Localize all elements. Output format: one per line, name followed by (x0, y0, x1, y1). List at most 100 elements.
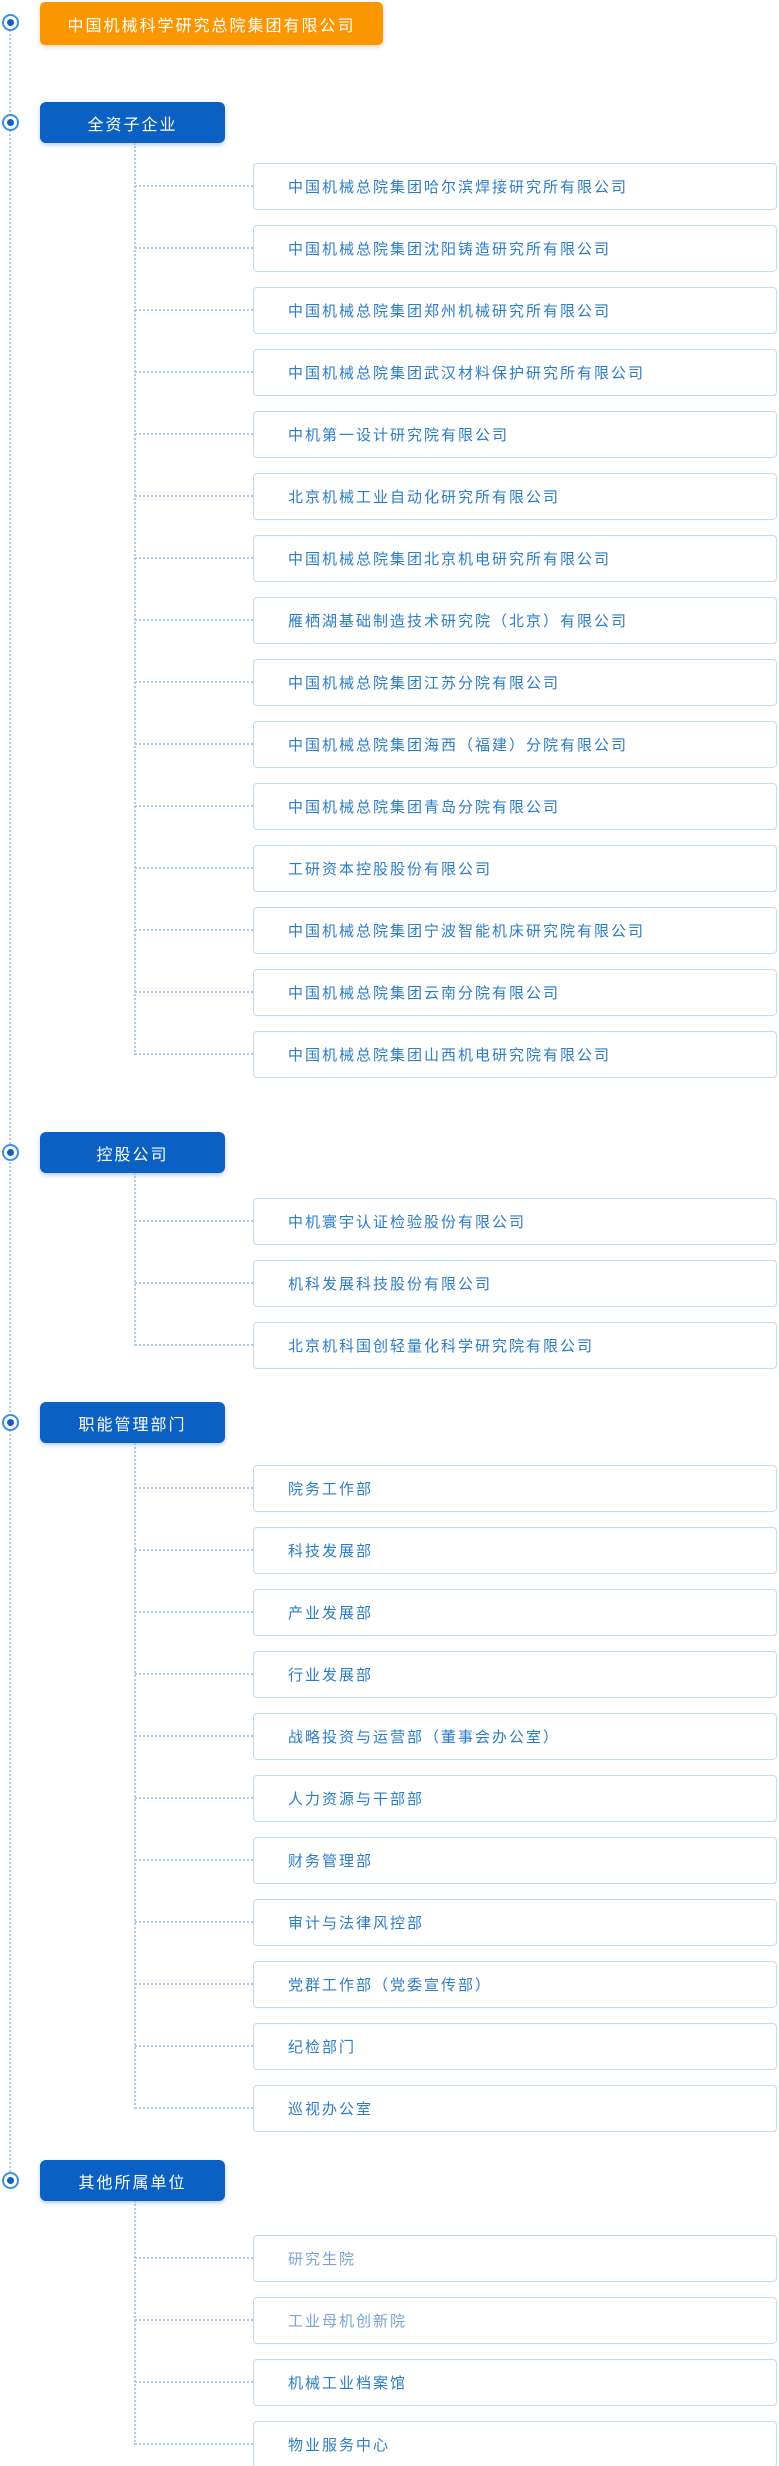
org-node-label: 中国机械总院集团云南分院有限公司 (288, 984, 561, 1002)
section-bullet-icon (2, 1144, 19, 1161)
org-node[interactable]: 审计与法律风控部 (253, 1899, 777, 1946)
section-node[interactable]: 职能管理部门 (40, 1402, 225, 1443)
org-node[interactable]: 中国机械总院集团北京机电研究所有限公司 (253, 535, 777, 582)
org-node[interactable]: 机科发展科技股份有限公司 (253, 1260, 777, 1307)
org-node-label: 科技发展部 (288, 1542, 374, 1560)
org-node[interactable]: 中国机械总院集团江苏分院有限公司 (253, 659, 777, 706)
org-node[interactable]: 北京机科国创轻量化科学研究院有限公司 (253, 1322, 777, 1369)
org-node-label: 产业发展部 (288, 1604, 374, 1622)
org-node[interactable]: 雁栖湖基础制造技术研究院（北京）有限公司 (253, 597, 777, 644)
org-node[interactable]: 巡视办公室 (253, 2085, 777, 2132)
org-node[interactable]: 中机第一设计研究院有限公司 (253, 411, 777, 458)
org-node-label: 中国机械总院集团哈尔滨焊接研究所有限公司 (288, 178, 629, 196)
section-bullet-icon (2, 1414, 19, 1431)
org-node-label: 中机第一设计研究院有限公司 (288, 426, 510, 444)
section-node-label: 其他所属单位 (78, 2172, 187, 2192)
item-connector-line (135, 1673, 253, 1675)
org-node[interactable]: 中国机械总院集团青岛分院有限公司 (253, 783, 777, 830)
item-connector-line (135, 1053, 253, 1055)
org-node[interactable]: 中国机械总院集团沈阳铸造研究所有限公司 (253, 225, 777, 272)
org-node-label: 工研资本控股股份有限公司 (288, 860, 493, 878)
item-connector-line (135, 1611, 253, 1613)
item-connector-line (135, 495, 253, 497)
org-node[interactable]: 中国机械总院集团海西（福建）分院有限公司 (253, 721, 777, 768)
section-node-label: 职能管理部门 (78, 1414, 187, 1434)
section-bullet-icon (2, 114, 19, 131)
item-connector-line (135, 2319, 253, 2321)
org-node[interactable]: 战略投资与运营部（董事会办公室） (253, 1713, 777, 1760)
org-node-label: 中国机械总院集团山西机电研究院有限公司 (288, 1046, 612, 1064)
org-node-label: 财务管理部 (288, 1852, 374, 1870)
org-node-label: 物业服务中心 (288, 2436, 391, 2454)
item-connector-line (135, 1220, 253, 1222)
org-node-label: 研究生院 (288, 2250, 357, 2268)
org-node-label: 北京机械工业自动化研究所有限公司 (288, 488, 561, 506)
item-connector-line (135, 619, 253, 621)
org-node[interactable]: 研究生院 (253, 2235, 777, 2282)
item-connector-line (135, 1921, 253, 1923)
org-node[interactable]: 物业服务中心 (253, 2421, 777, 2466)
org-node[interactable]: 中国机械总院集团武汉材料保护研究所有限公司 (253, 349, 777, 396)
org-node-label: 战略投资与运营部（董事会办公室） (288, 1728, 561, 1746)
item-connector-line (135, 1735, 253, 1737)
root-node-label: 中国机械科学研究总院集团有限公司 (67, 15, 356, 35)
section-child-connector-line (134, 1443, 136, 2109)
item-connector-line (135, 929, 253, 931)
org-node-label: 机科发展科技股份有限公司 (288, 1275, 493, 1293)
org-node-label: 中国机械总院集团江苏分院有限公司 (288, 674, 561, 692)
item-connector-line (135, 867, 253, 869)
item-connector-line (135, 1549, 253, 1551)
org-node[interactable]: 中机寰宇认证检验股份有限公司 (253, 1198, 777, 1245)
org-node-label: 北京机科国创轻量化科学研究院有限公司 (288, 1337, 595, 1355)
item-connector-line (135, 433, 253, 435)
org-node[interactable]: 人力资源与干部部 (253, 1775, 777, 1822)
item-connector-line (135, 2443, 253, 2445)
org-node[interactable]: 工研资本控股股份有限公司 (253, 845, 777, 892)
org-node-label: 中国机械总院集团海西（福建）分院有限公司 (288, 736, 629, 754)
org-node-label: 中机寰宇认证检验股份有限公司 (288, 1213, 527, 1231)
org-node-label: 中国机械总院集团郑州机械研究所有限公司 (288, 302, 612, 320)
org-node[interactable]: 北京机械工业自动化研究所有限公司 (253, 473, 777, 520)
org-node-label: 中国机械总院集团北京机电研究所有限公司 (288, 550, 612, 568)
org-node[interactable]: 中国机械总院集团云南分院有限公司 (253, 969, 777, 1016)
root-node[interactable]: 中国机械科学研究总院集团有限公司 (40, 2, 383, 45)
org-node-label: 人力资源与干部部 (288, 1790, 425, 1808)
org-node[interactable]: 科技发展部 (253, 1527, 777, 1574)
org-node[interactable]: 党群工作部（党委宣传部） (253, 1961, 777, 2008)
org-node[interactable]: 产业发展部 (253, 1589, 777, 1636)
trunk-connector-line (9, 23, 11, 2180)
section-node[interactable]: 控股公司 (40, 1132, 225, 1173)
root-bullet-icon (2, 14, 19, 31)
section-child-connector-line (134, 1173, 136, 1346)
section-bullet-icon (2, 2172, 19, 2189)
item-connector-line (135, 1344, 253, 1346)
item-connector-line (135, 247, 253, 249)
org-node[interactable]: 行业发展部 (253, 1651, 777, 1698)
org-node[interactable]: 工业母机创新院 (253, 2297, 777, 2344)
org-node[interactable]: 中国机械总院集团郑州机械研究所有限公司 (253, 287, 777, 334)
item-connector-line (135, 1282, 253, 1284)
item-connector-line (135, 991, 253, 993)
org-node[interactable]: 纪检部门 (253, 2023, 777, 2070)
org-node[interactable]: 中国机械总院集团宁波智能机床研究院有限公司 (253, 907, 777, 954)
item-connector-line (135, 371, 253, 373)
org-node-label: 机械工业档案馆 (288, 2374, 408, 2392)
section-child-connector-line (134, 143, 136, 1055)
org-node[interactable]: 院务工作部 (253, 1465, 777, 1512)
org-node-label: 审计与法律风控部 (288, 1914, 425, 1932)
item-connector-line (135, 185, 253, 187)
org-node[interactable]: 财务管理部 (253, 1837, 777, 1884)
section-node[interactable]: 全资子企业 (40, 102, 225, 143)
section-node[interactable]: 其他所属单位 (40, 2160, 225, 2201)
item-connector-line (135, 1487, 253, 1489)
org-node-label: 院务工作部 (288, 1480, 374, 1498)
org-node[interactable]: 机械工业档案馆 (253, 2359, 777, 2406)
item-connector-line (135, 681, 253, 683)
item-connector-line (135, 743, 253, 745)
item-connector-line (135, 805, 253, 807)
item-connector-line (135, 1797, 253, 1799)
org-node[interactable]: 中国机械总院集团山西机电研究院有限公司 (253, 1031, 777, 1078)
org-node[interactable]: 中国机械总院集团哈尔滨焊接研究所有限公司 (253, 163, 777, 210)
org-node-label: 工业母机创新院 (288, 2312, 408, 2330)
